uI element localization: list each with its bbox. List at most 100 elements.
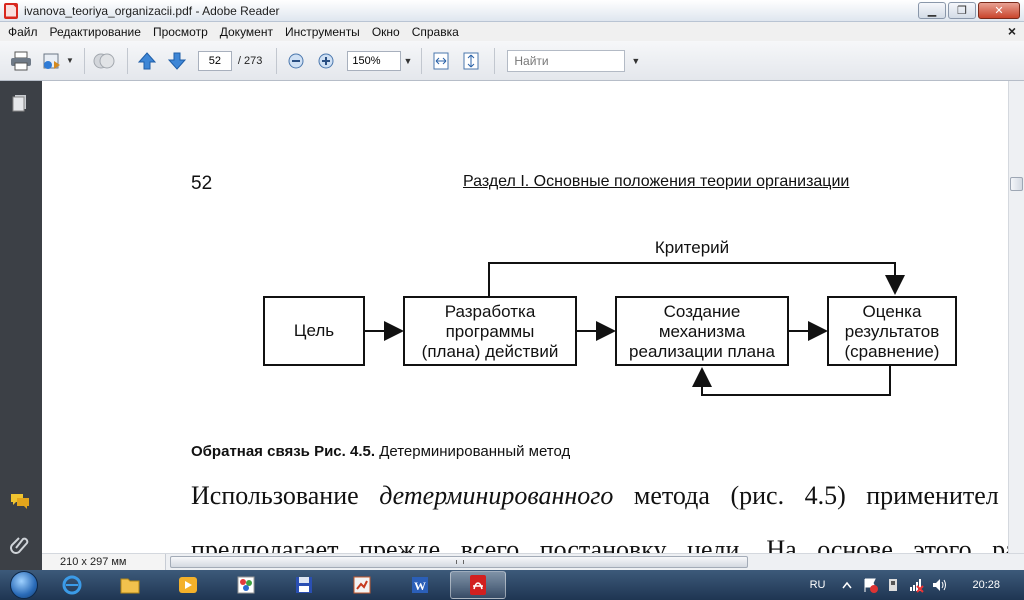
taskbar-explorer[interactable] (102, 571, 158, 599)
fit-width-icon (433, 52, 449, 69)
menu-window[interactable]: Окно (371, 24, 400, 39)
print-button[interactable] (8, 48, 34, 74)
evaluation-box (827, 296, 957, 366)
caption-text: Детерминированный метод (379, 443, 571, 460)
floppy-disk-icon (296, 577, 312, 593)
mechanism-label-1: Создание (664, 302, 741, 321)
menu-edit[interactable]: Редактирование (49, 24, 141, 39)
collaborate-button[interactable] (91, 48, 117, 74)
svg-text:W: W (414, 579, 426, 593)
powerpoint-icon (353, 576, 371, 594)
system-tray: RU 20:28 (810, 570, 1024, 600)
criterion-label: Критерий (655, 238, 729, 257)
menu-help[interactable]: Справка (411, 24, 459, 39)
toolbar-separator (83, 47, 85, 74)
find-input[interactable]: Найти (507, 49, 626, 72)
taskbar-media-player[interactable] (160, 571, 216, 599)
body-text-italic: детерминированного (379, 481, 614, 510)
paint-icon (237, 576, 255, 594)
taskbar-powerpoint[interactable] (334, 571, 390, 599)
zoom-out-button[interactable] (283, 48, 309, 74)
media-player-icon (179, 577, 197, 593)
close-button[interactable]: ✕ (978, 2, 1020, 19)
program-label-3: (плана) действий (422, 342, 559, 361)
zoom-level-select[interactable]: 150%▼ (347, 50, 412, 71)
menu-tools[interactable]: Инструменты (284, 24, 360, 39)
previous-page-button[interactable] (134, 48, 160, 74)
taskbar-paint[interactable] (218, 571, 274, 599)
taskbar-word[interactable]: W (392, 571, 448, 599)
toolbar-separator (494, 47, 496, 74)
navigation-panel (0, 81, 42, 570)
show-hidden-icons-icon[interactable] (839, 577, 855, 593)
pages-icon[interactable] (10, 93, 30, 113)
fit-width-button[interactable] (428, 48, 454, 74)
vertical-scroll-thumb[interactable] (1010, 177, 1023, 191)
toolbar: ▼ 52 / 273 150%▼ Найти ▼ (0, 41, 1024, 81)
mechanism-label-2: механизма (659, 322, 746, 341)
fit-page-icon (463, 52, 479, 69)
status-bar: 210 x 297 мм (42, 553, 1024, 570)
goal-label: Цель (294, 321, 334, 340)
chevron-down-icon[interactable]: ▼ (66, 56, 74, 65)
evaluation-label-2: результатов (845, 322, 939, 341)
figure-caption: Обратная связь Рис. 4.5. Детерминированн… (191, 443, 570, 460)
clock[interactable]: 20:28 (972, 579, 1000, 591)
page-size: 210 x 297 мм (42, 554, 166, 570)
envelope-icon (43, 53, 60, 69)
start-button[interactable] (6, 570, 42, 600)
maximize-button[interactable]: ❐ (948, 2, 976, 19)
folder-icon (120, 578, 140, 594)
caption-prefix: Обратная связь (191, 443, 310, 460)
window-title: ivanova_teoriya_organizacii.pdf - Adobe … (24, 3, 280, 18)
criterion-arrow (488, 262, 905, 297)
title-bar: ivanova_teoriya_organizacii.pdf - Adobe … (0, 0, 1024, 22)
next-page-button[interactable] (164, 48, 190, 74)
toolbar-separator (276, 47, 278, 74)
taskbar: W RU 20:28 (0, 570, 1024, 600)
share-button[interactable] (38, 48, 64, 74)
zoom-in-button[interactable] (313, 48, 339, 74)
feedback-arrow (692, 365, 891, 396)
taskbar-adobe-reader[interactable] (450, 571, 506, 599)
network-icon[interactable] (908, 577, 925, 593)
adobe-pdf-icon (470, 575, 486, 595)
word-icon: W (412, 577, 428, 593)
caption-figure-number: Рис. 4.5. (314, 443, 376, 460)
language-indicator[interactable]: RU (809, 579, 826, 591)
collaborate-icon (93, 53, 115, 68)
zoom-out-icon (288, 53, 304, 68)
body-text-line-2: предполагает прежде всего постановку цел… (191, 535, 1008, 553)
evaluation-label-1: Оценка (863, 302, 922, 321)
taskbar-save[interactable] (276, 571, 332, 599)
evaluation-label-3: (сравнение) (845, 342, 940, 361)
adobe-reader-icon (4, 2, 18, 19)
body-text-segment: Использование (191, 481, 359, 510)
chevron-down-icon[interactable]: ▼ (631, 55, 641, 66)
windows-orb-icon (10, 571, 38, 599)
printer-icon (11, 51, 31, 70)
menu-view[interactable]: Просмотр (152, 24, 208, 39)
arrow-up-icon (137, 51, 157, 69)
close-document-icon[interactable]: × (1007, 23, 1016, 39)
taskbar-ie[interactable] (44, 571, 100, 599)
volume-icon[interactable] (931, 577, 947, 593)
menu-document[interactable]: Документ (219, 24, 273, 39)
goal-box (263, 296, 365, 366)
usb-device-icon[interactable] (885, 577, 901, 593)
program-label-2: программы (446, 322, 535, 341)
menu-file[interactable]: Файл (8, 24, 38, 39)
page-number-input[interactable]: 52 (197, 50, 232, 71)
chevron-down-icon: ▼ (403, 55, 413, 66)
action-center-flag-icon[interactable] (862, 577, 879, 593)
deterministic-method-diagram: Критерий Цель Разработка программы (план… (263, 238, 957, 396)
minimize-button[interactable]: ▁ (918, 2, 946, 19)
toolbar-separator (421, 47, 423, 74)
horizontal-scroll-thumb[interactable] (170, 556, 748, 568)
mechanism-label-3: реализации плана (629, 342, 775, 361)
comments-icon[interactable] (10, 491, 30, 511)
paperclip-icon[interactable] (10, 534, 30, 554)
fit-page-button[interactable] (458, 48, 484, 74)
vertical-scrollbar[interactable] (1008, 81, 1024, 553)
document-view[interactable]: 52 Раздел I. Основные положения теории о… (42, 81, 1008, 553)
